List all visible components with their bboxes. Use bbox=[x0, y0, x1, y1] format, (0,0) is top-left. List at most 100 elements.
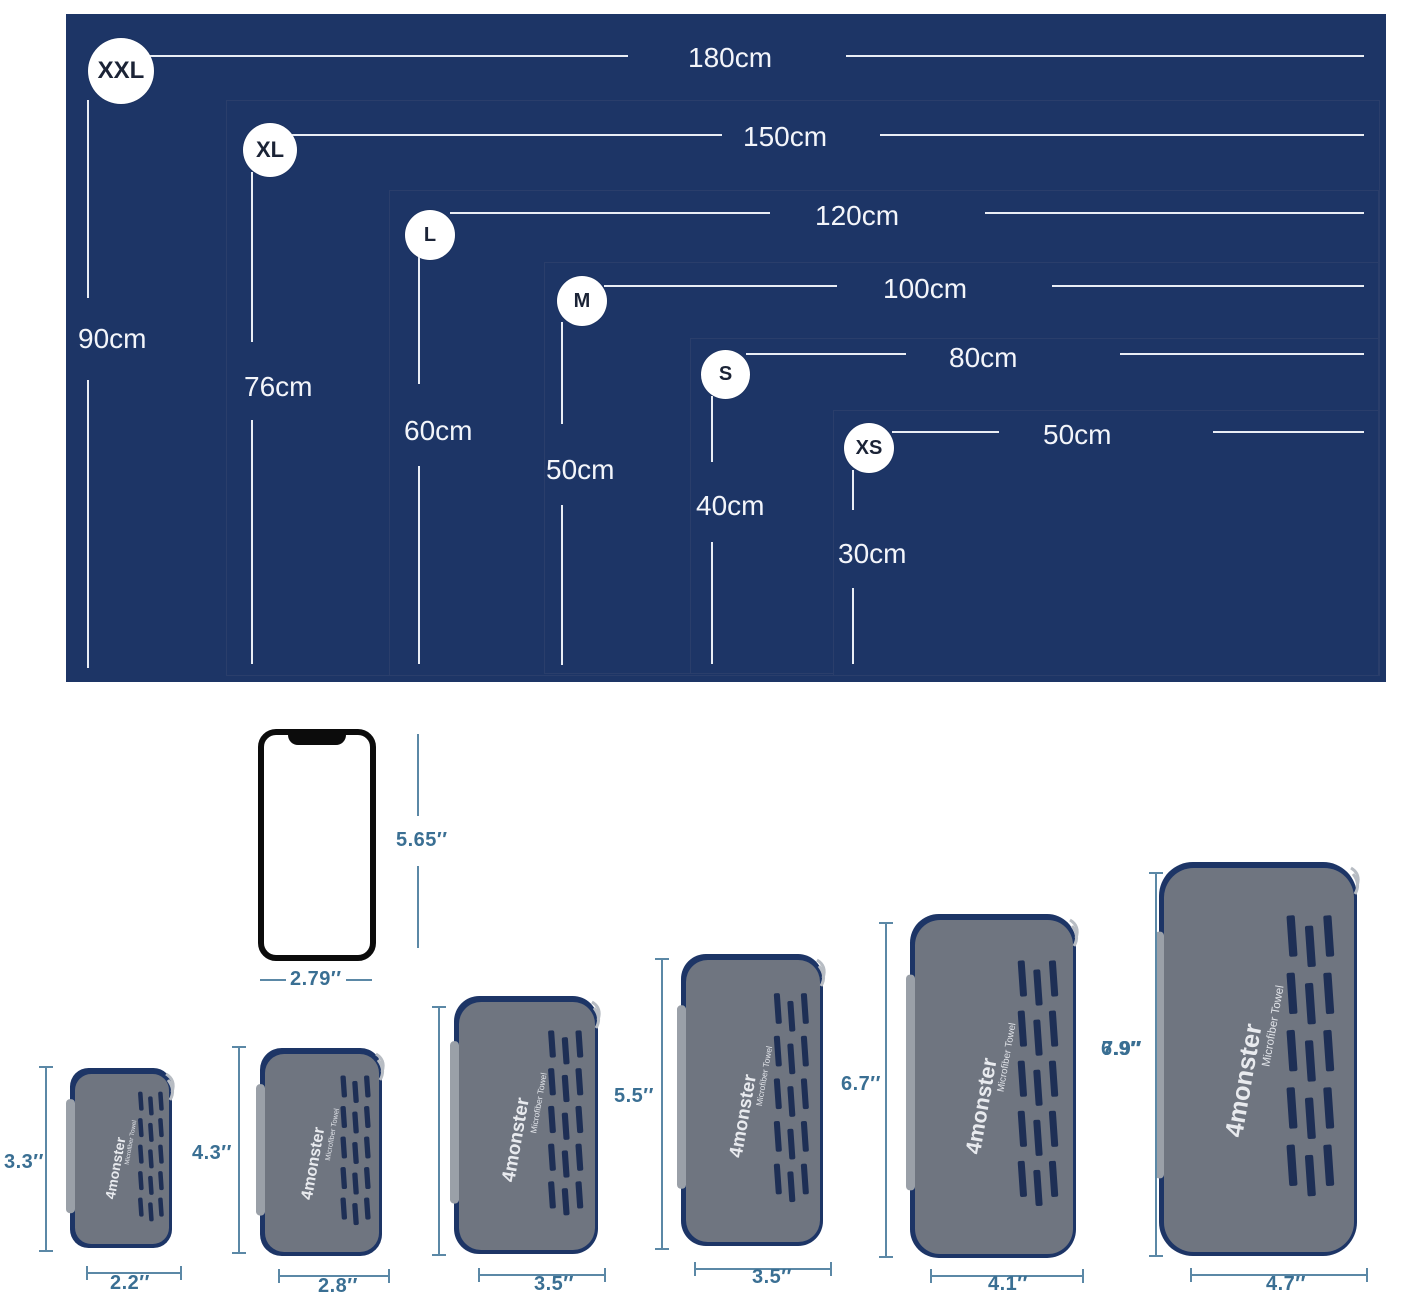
pouch-width-label: 2.8′′ bbox=[318, 1275, 358, 1297]
pouch-width-line bbox=[86, 1272, 180, 1274]
l-height-label: 60cm bbox=[404, 415, 473, 446]
xxl-width-label: 180cm bbox=[688, 42, 773, 73]
phone-width-line bbox=[260, 979, 286, 981]
s-width-label: 80cm bbox=[949, 342, 1018, 373]
s-height-line bbox=[711, 542, 713, 664]
pouch-height-line bbox=[1155, 872, 1157, 1255]
xl-width-line bbox=[292, 134, 722, 136]
pouch-height-tick bbox=[39, 1250, 53, 1252]
pouch-height-tick bbox=[232, 1046, 246, 1048]
pouch-width-label: 4.1′′ bbox=[988, 1273, 1028, 1295]
pouch-width-tick bbox=[278, 1269, 280, 1283]
xl-height-line bbox=[251, 172, 253, 342]
pouch-height-tick bbox=[1149, 1255, 1163, 1257]
size-badge-xs: XS bbox=[844, 423, 894, 473]
xxl-height-line bbox=[87, 380, 89, 668]
pouch-height-label: 4.3′′ bbox=[192, 1142, 232, 1164]
pouch-width-tick bbox=[388, 1269, 390, 1283]
pouch-height-tick bbox=[432, 1006, 446, 1008]
pouch-width-label: 2.2′′ bbox=[110, 1272, 150, 1294]
xxl-width-line bbox=[150, 55, 628, 57]
pouch-width-tick bbox=[1366, 1268, 1368, 1282]
phone-width-line bbox=[346, 979, 372, 981]
pouch-width-tick bbox=[86, 1266, 88, 1280]
pouch-height-line bbox=[438, 1006, 440, 1254]
size-badge-xl: XL bbox=[243, 123, 297, 177]
phone-width-label: 2.79′′ bbox=[290, 968, 342, 990]
pouch-height-line bbox=[661, 958, 663, 1248]
pouch-height-tick bbox=[432, 1254, 446, 1256]
size-badge-s: S bbox=[701, 350, 750, 399]
pouch-illustration bbox=[677, 954, 826, 1246]
pouch-width-line bbox=[930, 1275, 1082, 1277]
xs-width-label: 50cm bbox=[1043, 419, 1112, 450]
pouch-width-tick bbox=[830, 1262, 832, 1276]
pouch-height-tick bbox=[655, 1248, 669, 1250]
pouch-width-line bbox=[1190, 1274, 1366, 1276]
pouch-height-line bbox=[885, 922, 887, 1256]
size-badge-l: L bbox=[405, 210, 455, 260]
phone-height-line bbox=[417, 734, 419, 816]
xs-width-line bbox=[1213, 431, 1364, 433]
xxl-width-line bbox=[846, 55, 1364, 57]
pouch-height-label: 3.3′′ bbox=[4, 1151, 44, 1173]
pouch-height-tick bbox=[232, 1252, 246, 1254]
pouch-height-tick bbox=[39, 1066, 53, 1068]
pouch-height-label: 6.7′′ bbox=[841, 1073, 881, 1095]
pouch-height-line bbox=[238, 1046, 240, 1252]
pouch-width-tick bbox=[1190, 1268, 1192, 1282]
pouch-illustration bbox=[66, 1068, 175, 1248]
xs-height-label: 30cm bbox=[838, 538, 907, 569]
pouch-width-label: 3.5′′ bbox=[752, 1266, 792, 1288]
xs-width-line bbox=[892, 431, 999, 433]
xl-height-label: 76cm bbox=[244, 371, 313, 402]
pouch-width-tick bbox=[1082, 1269, 1084, 1283]
pouch-height-label: 7.9′′ bbox=[1102, 1038, 1142, 1060]
s-height-label: 40cm bbox=[696, 490, 765, 521]
pouch-width-line bbox=[478, 1274, 604, 1276]
pouch-height-tick bbox=[655, 958, 669, 960]
l-height-line bbox=[418, 466, 420, 664]
m-height-line bbox=[561, 505, 563, 665]
pouch-width-line bbox=[278, 1275, 388, 1277]
pouch-width-tick bbox=[930, 1269, 932, 1283]
size-badge-m: M bbox=[557, 276, 607, 326]
pouch-illustration bbox=[1155, 862, 1360, 1256]
pouch-illustration bbox=[256, 1048, 385, 1256]
l-width-line bbox=[450, 212, 770, 214]
pouch-height-tick bbox=[879, 922, 893, 924]
xxl-height-line bbox=[87, 100, 89, 298]
m-height-label: 50cm bbox=[546, 454, 615, 485]
xxl-height-label: 90cm bbox=[78, 323, 147, 354]
pouch-width-tick bbox=[694, 1262, 696, 1276]
pouch-height-label: 5.5′′ bbox=[614, 1085, 654, 1107]
xs-height-line bbox=[852, 588, 854, 664]
pouch-width-tick bbox=[604, 1268, 606, 1282]
pouch-height-tick bbox=[1149, 872, 1163, 874]
pouch-illustration bbox=[450, 996, 601, 1254]
s-height-line bbox=[711, 396, 713, 462]
m-height-line bbox=[561, 322, 563, 424]
pouch-width-label: 4.7′′ bbox=[1266, 1273, 1306, 1295]
pouch-width-label: 3.5′′ bbox=[534, 1273, 574, 1295]
phone-icon bbox=[258, 729, 376, 961]
xl-width-line bbox=[880, 134, 1364, 136]
phone-height-label: 5.65′′ bbox=[396, 829, 448, 851]
m-width-line bbox=[604, 285, 837, 287]
size-badge-xxl: XXL bbox=[88, 38, 154, 104]
xs-height-line bbox=[852, 470, 854, 510]
s-width-line bbox=[1120, 353, 1364, 355]
pouch-height-tick bbox=[879, 1256, 893, 1258]
pouch-width-tick bbox=[478, 1268, 480, 1282]
pouch-width-tick bbox=[180, 1266, 182, 1280]
s-width-line bbox=[746, 353, 906, 355]
l-width-label: 120cm bbox=[815, 200, 900, 231]
l-width-line bbox=[985, 212, 1364, 214]
m-width-line bbox=[1052, 285, 1364, 287]
xl-width-label: 150cm bbox=[743, 121, 828, 152]
